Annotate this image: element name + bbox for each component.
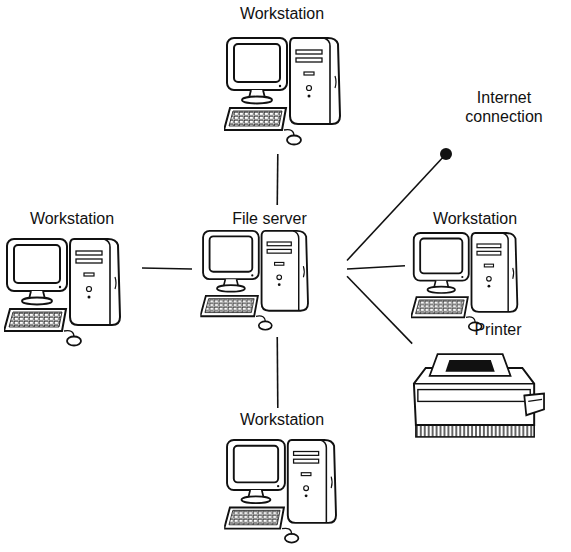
network-link: [347, 276, 412, 343]
node-label: Printer: [458, 320, 538, 339]
computer-node: Workstation: [212, 408, 352, 550]
node-label: Workstation: [212, 4, 352, 23]
node-label: Workstation: [212, 410, 352, 429]
internet-node: Internet connection: [440, 84, 558, 164]
network-link: [277, 154, 279, 205]
printer-icon: [408, 346, 546, 445]
node-label: Workstation: [2, 209, 142, 228]
network-link: [142, 268, 192, 269]
node-label: File server: [192, 209, 347, 228]
network-link: [277, 337, 279, 408]
network-link: [347, 266, 405, 269]
printer-node: Printer: [408, 318, 548, 446]
computer-node: Workstation: [2, 205, 142, 355]
computer-icon: [4, 237, 124, 349]
node-label: Internet connection: [454, 88, 554, 126]
computer-icon: [411, 231, 521, 334]
connection-dot: [440, 148, 452, 160]
node-label: Workstation: [405, 209, 545, 228]
computer-node: Workstation: [405, 205, 545, 335]
computer-icon: [224, 438, 340, 546]
computer-icon: [200, 229, 312, 333]
computer-node: File server: [192, 205, 347, 337]
computer-node: Workstation: [212, 0, 352, 154]
computer-icon: [224, 36, 344, 148]
